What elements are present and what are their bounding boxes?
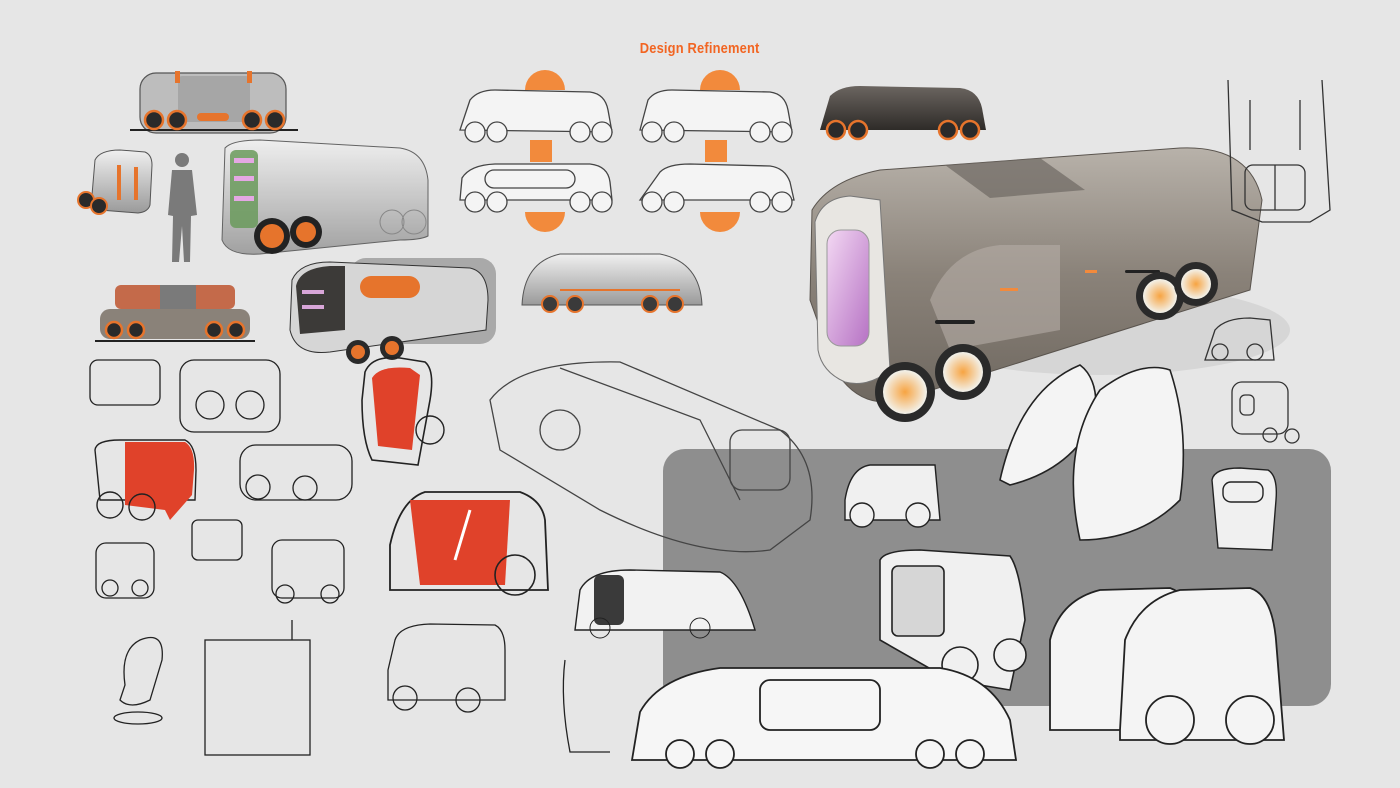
sketch-top-view [1227, 79, 1331, 223]
sketch-group-left [89, 359, 610, 756]
sketch-shell-pair [999, 364, 1185, 541]
sketch-panel-pod-2 [879, 549, 1027, 691]
render-pod-small [77, 149, 153, 215]
refinement-view-5 [521, 253, 703, 313]
sketch-red-pod-2 [361, 356, 445, 466]
refinement-view-1 [459, 89, 613, 143]
sketch-large-perspective [489, 361, 813, 553]
render-side-view-1 [130, 71, 298, 134]
sketch-long-side-view [630, 667, 1018, 769]
sketch-panel-seat-module [1211, 467, 1278, 551]
sketch-small-pod-right-1 [1204, 317, 1275, 361]
sketch-panel-pod-1 [844, 464, 941, 528]
human-scale-figure [168, 153, 197, 262]
refinement-view-4 [638, 163, 795, 213]
sketch-red-pod-1 [94, 439, 197, 521]
sheet-title: Design Refinement [640, 40, 760, 57]
refinement-view-dark [820, 86, 986, 141]
render-side-view-2 [95, 285, 255, 342]
sketch-red-pod-3 [389, 491, 549, 596]
refinement-view-3 [639, 89, 793, 143]
render-perspective-1 [221, 139, 429, 255]
refinement-orange-markers [525, 70, 740, 232]
sketch-panel-pod-3 [1049, 587, 1285, 745]
render-perspective-2 [289, 261, 489, 364]
sketch-small-pod-right-2 [1231, 381, 1300, 444]
refinement-view-2 [459, 163, 613, 213]
sketch-dark-side-view [574, 569, 756, 639]
hero-render [809, 147, 1290, 422]
